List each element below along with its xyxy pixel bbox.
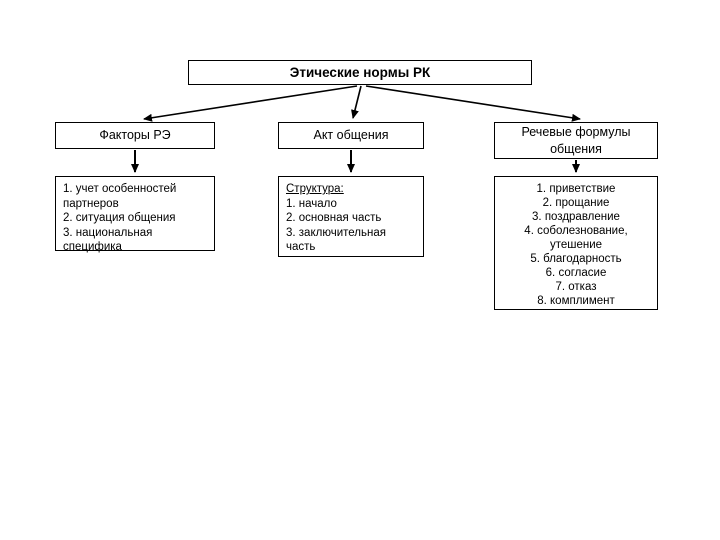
diagram-title: Этические нормы РК [289, 65, 431, 80]
content-line: специфика [63, 241, 122, 253]
content-line: 4. соболезнование, [524, 225, 628, 237]
label-box-communication-act: Акт общения [278, 122, 424, 149]
content-box-speech-formulas: 1. приветствие 2. прощание 3. поздравлен… [494, 176, 658, 310]
arrow-title-to-center [351, 85, 362, 119]
label-speech-formulas-line1: Речевые формулы [521, 124, 631, 139]
content-line: 1. начало [286, 197, 337, 210]
content-line: 5. благодарность [530, 253, 622, 265]
content-line: 1. приветствие [536, 183, 616, 195]
content-line: 2. основная часть [286, 212, 382, 224]
label-factors: Факторы РЭ [99, 128, 171, 142]
content-line: 3. национальная [63, 226, 153, 239]
content-line: 7. отказ [555, 281, 597, 293]
content-line: 3. поздравление [532, 211, 620, 223]
content-box-factors: 1. учет особенностей партнеров 2. ситуац… [55, 176, 215, 253]
content-line: 3. заключительная [286, 226, 386, 239]
label-communication-act: Акт общения [313, 128, 389, 142]
content-line: 1. учет особенностей [63, 183, 177, 195]
label-speech-formulas-line2: общения [550, 141, 602, 156]
arrow-title-to-right [365, 85, 581, 122]
content-line: 2. прощание [542, 197, 610, 209]
content-line: утешение [549, 239, 603, 251]
content-line: партнеров [63, 197, 119, 210]
content-heading-structure: Структура: [286, 183, 344, 195]
arrow-title-to-left [143, 85, 358, 122]
title-box: Этические нормы РК [188, 60, 532, 85]
content-line: часть [286, 241, 316, 253]
label-box-factors: Факторы РЭ [55, 122, 215, 149]
label-box-speech-formulas: Речевые формулы общения [494, 122, 658, 159]
content-line: 2. ситуация общения [63, 212, 176, 224]
content-line: 6. согласие [545, 267, 607, 279]
content-box-structure: Структура: 1. начало 2. основная часть 3… [278, 176, 424, 257]
content-line: 8. комплимент [537, 295, 615, 307]
